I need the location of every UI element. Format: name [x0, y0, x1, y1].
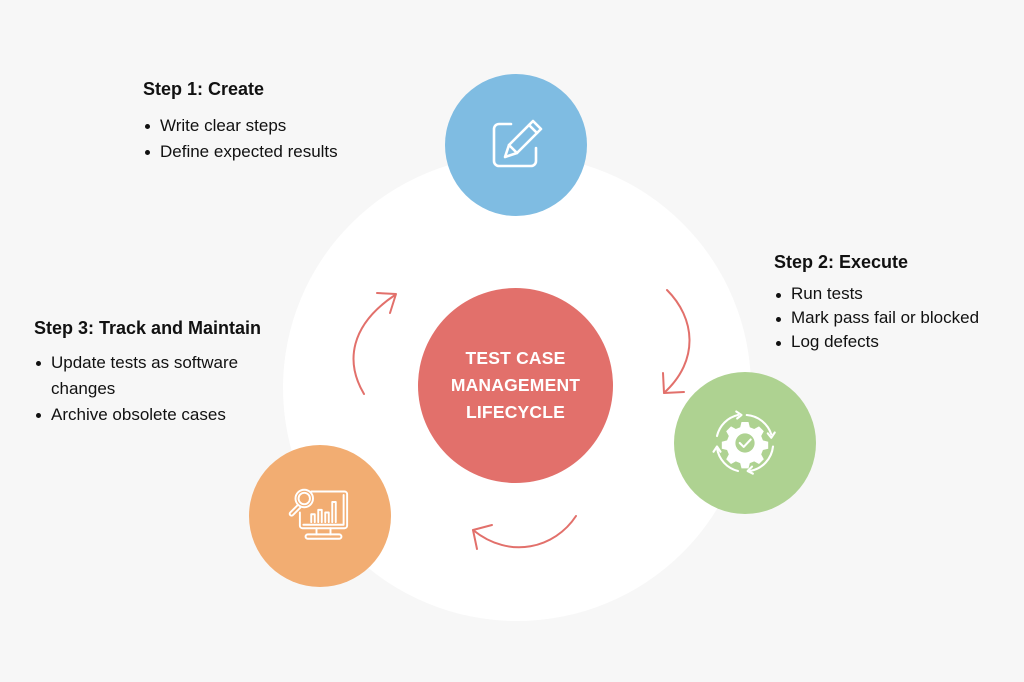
- bullet-item: Log defects: [774, 330, 1014, 354]
- bullet-item: Archive obsolete cases: [34, 402, 264, 428]
- bullet-item: Run tests: [774, 282, 1014, 306]
- bullet-item: Update tests as software changes: [34, 350, 264, 402]
- step-track-text: Step 3: Track and Maintain Update tests …: [34, 314, 264, 428]
- center-title-line: LIFECYCLE: [465, 402, 566, 422]
- step-execute-node: [674, 372, 816, 514]
- step-title: Step 2: Execute: [774, 252, 909, 272]
- bullet-item: Define expected results: [143, 139, 403, 165]
- step-bullets: Update tests as software changes Archive…: [34, 350, 264, 428]
- step-title: Step 3: Track and Maintain: [34, 318, 262, 338]
- center-title-line: MANAGEMENT: [450, 375, 581, 395]
- step-track-node: [249, 445, 391, 587]
- step-create-text: Step 1: Create Write clear steps Define …: [143, 75, 403, 165]
- gear-cycle-check-icon: [712, 410, 776, 475]
- step-execute-text: Step 2: Execute Run tests Mark pass fail…: [774, 248, 1014, 354]
- step-create-node: [445, 74, 587, 216]
- step-title: Step 1: Create: [143, 79, 265, 99]
- step-bullets: Run tests Mark pass fail or blocked Log …: [774, 282, 1014, 354]
- edit-icon: [492, 119, 543, 168]
- bullet-item: Mark pass fail or blocked: [774, 306, 1014, 330]
- center-title-line: TEST CASE: [465, 348, 566, 368]
- center-title: TEST CASE MANAGEMENT LIFECYCLE: [418, 288, 613, 483]
- monitor-analytics-icon: [288, 488, 349, 540]
- step-bullets: Write clear steps Define expected result…: [143, 113, 403, 165]
- bullet-item: Write clear steps: [143, 113, 403, 139]
